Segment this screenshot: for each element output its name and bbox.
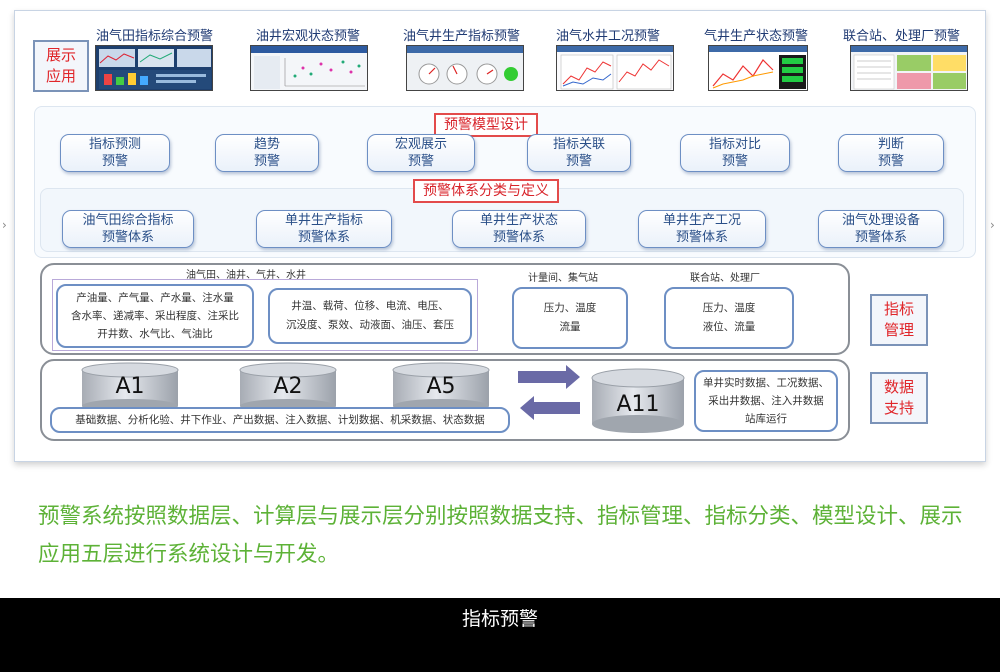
right-chevron-icon: › — [990, 218, 995, 232]
app-title: 气井生产状态预警 — [704, 29, 809, 44]
layer-label-data-support: 数据 支持 — [870, 372, 928, 424]
well-metrics-frame — [52, 279, 478, 351]
caption-text: 预警系统按照数据层、计算层与展示层分别按照数据支持、指标管理、指标分类、模型设计… — [38, 504, 963, 567]
model-pill: 宏观展示 预警 — [367, 134, 475, 172]
model-pill: 指标对比 预警 — [680, 134, 790, 172]
left-chevron-icon: › — [2, 218, 7, 232]
model-pill: 指标关联 预警 — [527, 134, 631, 172]
wellbore-metrics-box: 井温、载荷、位移、电流、电压、 沉没度、泵效、动液面、油压、套压 — [268, 288, 472, 344]
footer-title: 指标预警 — [461, 608, 538, 630]
data-types-box: 基础数据、分析化验、井下作业、产出数据、注入数据、计划数据、机采数据、状态数据 — [50, 407, 510, 433]
production-metrics-box: 产油量、产气量、产水量、注水量 含水率、递减率、采出程度、注采比 开井数、水气比… — [56, 284, 254, 348]
gauge-screenshot-icon — [406, 45, 524, 91]
app-title: 联合站、处理厂预警 — [843, 29, 961, 44]
database-label: A1 — [115, 374, 145, 399]
layer-label-display-app: 展示 应用 — [33, 40, 89, 92]
classification-title: 预警体系分类与定义 — [413, 179, 559, 203]
classification-pill: 单井生产工况 预警体系 — [638, 210, 766, 248]
app-title: 油气井生产指标预警 — [403, 29, 521, 44]
app-title: 油井宏观状态预警 — [256, 29, 361, 44]
model-pill: 指标预测 预警 — [60, 134, 170, 172]
classification-pill: 油气田综合指标 预警体系 — [62, 210, 194, 248]
database-label: A5 — [426, 374, 456, 399]
app-title: 油气水井工况预警 — [556, 29, 661, 44]
trend-chart-screenshot-icon — [708, 45, 808, 91]
layer-label-index-management: 指标 管理 — [870, 294, 928, 346]
well-group-label: 油气田、油井、气井、水井 — [186, 270, 306, 281]
dashboard-screenshot-icon — [95, 45, 213, 91]
line-chart-screenshot-icon — [556, 45, 674, 91]
station-label: 计量间、集气站 — [528, 273, 598, 284]
footer-bar — [0, 598, 1000, 672]
plant-metrics-box: 压力、温度 液位、流量 — [664, 287, 794, 349]
model-pill: 判断 预警 — [838, 134, 944, 172]
realtime-data-box: 单井实时数据、工况数据、 采出井数据、注入井数据 站库运行 — [694, 370, 838, 432]
plant-label: 联合站、处理厂 — [690, 273, 760, 284]
classification-pill: 油气处理设备 预警体系 — [818, 210, 944, 248]
model-design-title: 预警模型设计 — [434, 113, 538, 137]
station-metrics-box: 压力、温度 流量 — [512, 287, 628, 349]
classification-pill: 单井生产状态 预警体系 — [452, 210, 586, 248]
database-label: A2 — [273, 374, 303, 399]
table-screenshot-icon — [850, 45, 968, 91]
database-label: A11 — [616, 392, 660, 417]
classification-pill: 单井生产指标 预警体系 — [256, 210, 392, 248]
app-title: 油气田指标综合预警 — [96, 29, 214, 44]
scatter-chart-screenshot-icon — [250, 45, 368, 91]
model-pill: 趋势 预警 — [215, 134, 319, 172]
